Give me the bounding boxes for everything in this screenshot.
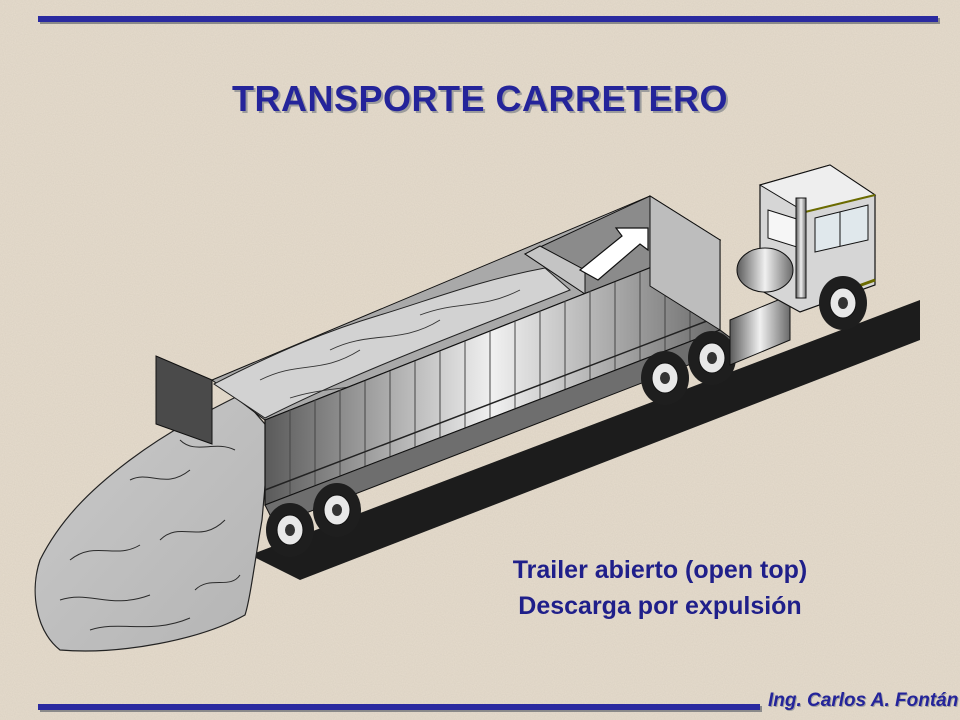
rear-door — [155, 355, 213, 445]
exhaust-stack — [795, 197, 807, 299]
drive-wheels — [641, 331, 736, 405]
caption-trailer-type: Trailer abierto (open top) — [512, 556, 808, 584]
rear-wheels — [266, 483, 361, 557]
slide-title: TRANSPORTE CARRETERO — [231, 78, 729, 119]
bottom-divider — [38, 704, 760, 710]
front-wheel — [819, 276, 867, 330]
trailer-front — [649, 195, 721, 331]
material-pile — [34, 394, 271, 652]
fuel-tank — [729, 294, 791, 366]
ground-shadow — [250, 300, 920, 580]
caption-discharge-method: Descarga por expulsión — [518, 592, 802, 620]
windshield — [814, 204, 869, 253]
author-signature: Ing. Carlos A. Fontán — [768, 690, 959, 711]
ejection-arrow-icon — [578, 227, 649, 281]
top-divider — [38, 16, 938, 22]
trailer-load — [213, 267, 571, 419]
